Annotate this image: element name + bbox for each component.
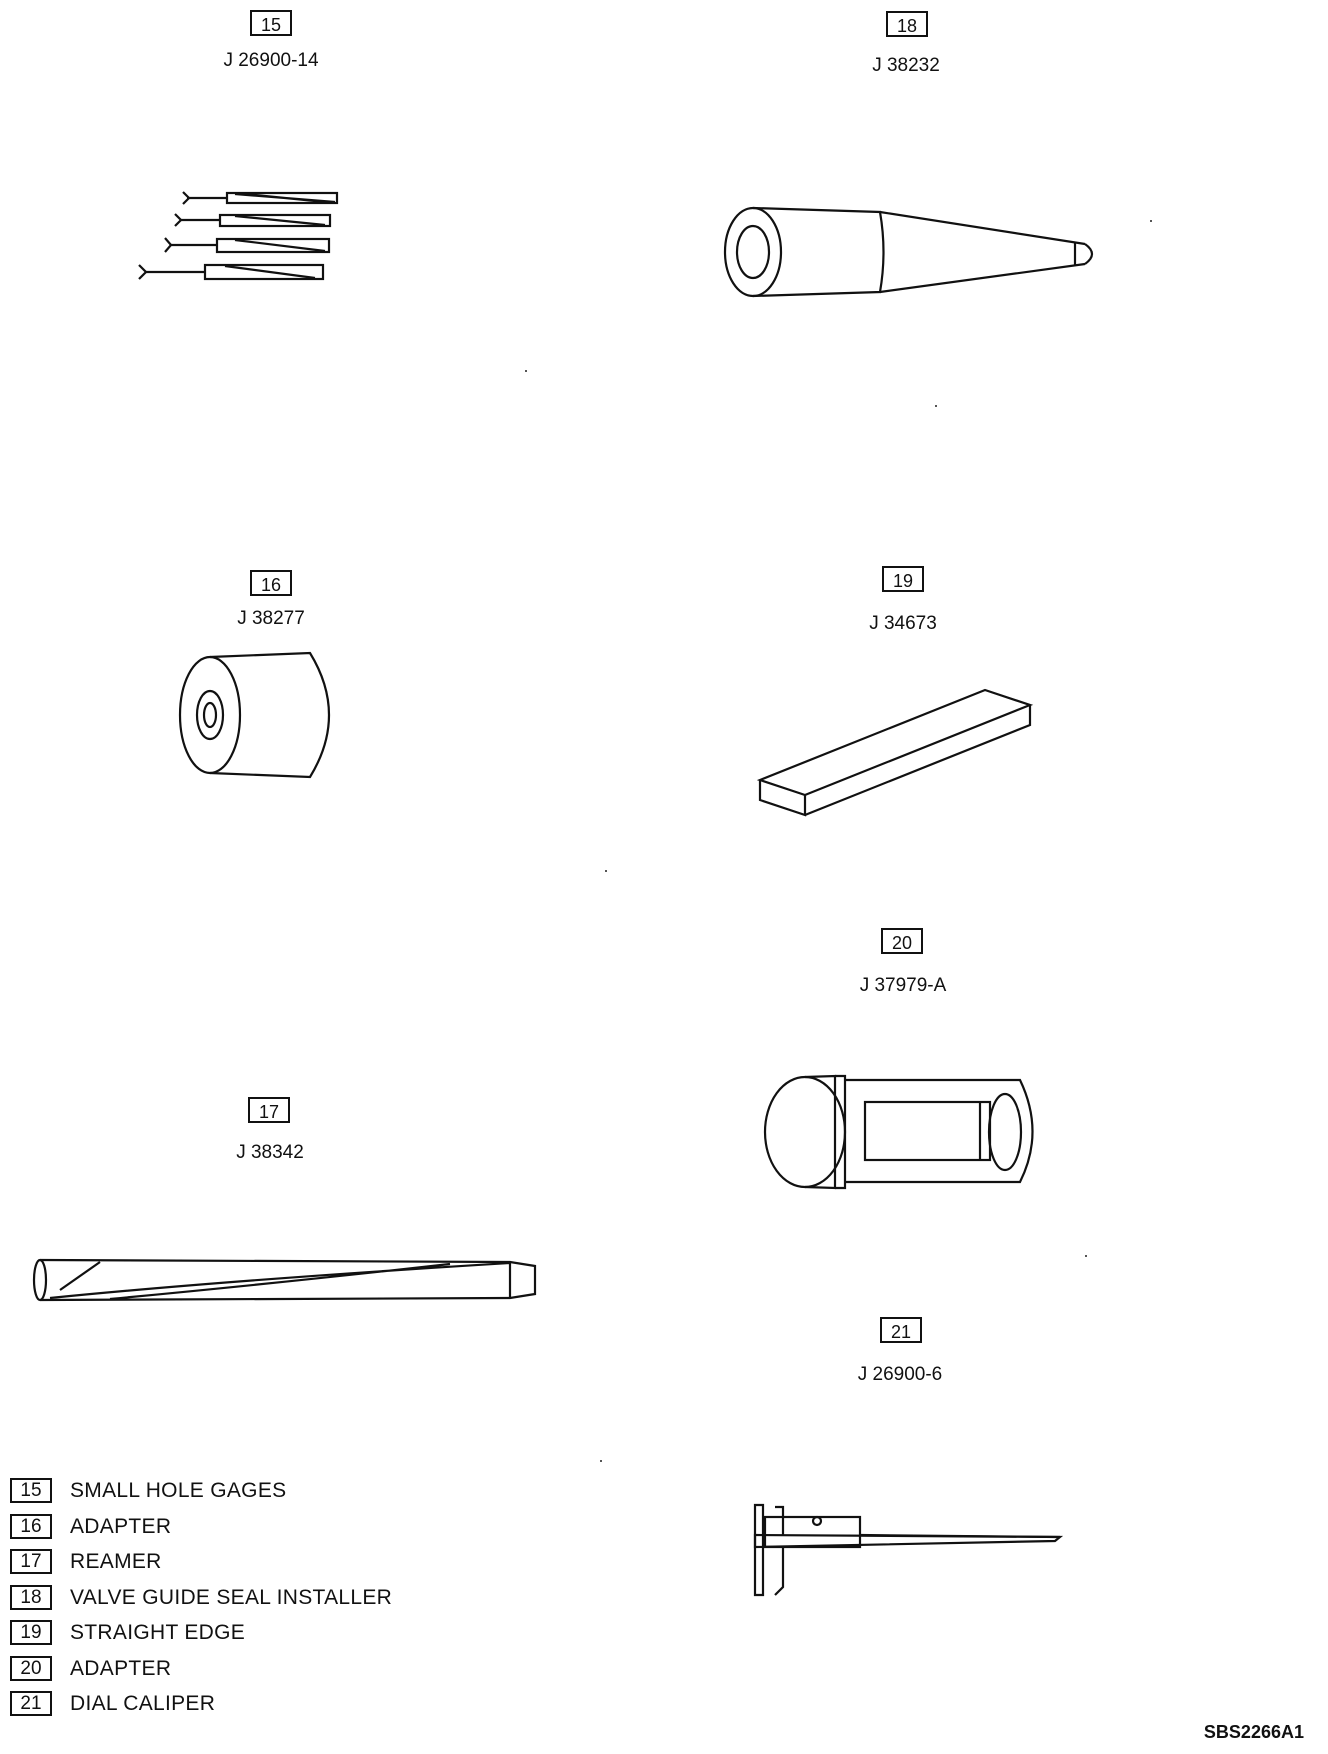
legend-label: STRAIGHT EDGE [70,1621,246,1644]
reamer-illustration [32,1258,537,1302]
scan-speck [605,870,607,872]
dial-caliper-illustration [753,1503,1064,1597]
legend-badge: 16 [10,1513,52,1539]
part-number-17: J 38342 [236,1142,304,1163]
legend-badge: 18 [10,1584,52,1610]
legend-label: DIAL CALIPER [70,1692,216,1715]
callout-badge-16: 16 [250,570,292,596]
legend-label: SMALL HOLE GAGES [70,1479,287,1502]
legend-badge: 19 [10,1620,52,1645]
legend-label: REAMER [70,1550,162,1573]
adapter-20-illustration [763,1074,1034,1190]
callout-badge-21: 21 [880,1317,922,1343]
part-number-18: J 38232 [872,55,940,76]
part-number-20: J 37979-A [859,975,947,996]
part-number-15: J 26900-14 [223,50,319,71]
part-number-19: J 34673 [869,613,937,634]
scan-speck [1150,220,1152,222]
part-number-16: J 38277 [237,608,305,629]
legend-label: VALVE GUIDE SEAL INSTALLER [70,1585,393,1609]
legend-badge: 17 [10,1549,52,1574]
legend-badge: 15 [10,1478,52,1503]
straight-edge-illustration [756,688,1034,817]
callout-badge-18: 18 [886,11,928,37]
valve-guide-seal-installer-illustration [723,206,1094,298]
part-number-21: J 26900-6 [857,1364,943,1385]
scan-speck [935,405,937,407]
legend-badge: 20 [10,1655,52,1681]
legend-badge: 21 [10,1691,52,1716]
scan-speck [525,370,527,372]
scan-speck [1085,1255,1087,1257]
legend-label: ADAPTER [70,1656,172,1680]
figure-code: SBS2266A1 [1203,1722,1304,1742]
callout-badge-19: 19 [882,566,924,592]
scan-speck [600,1460,602,1462]
legend-label: ADAPTER [70,1514,172,1538]
callout-badge-15: 15 [250,10,292,36]
callout-badge-20: 20 [881,928,923,954]
adapter-16-illustration [178,651,331,779]
small-hole-gages-illustration [138,191,339,281]
callout-badge-17: 17 [248,1097,290,1123]
